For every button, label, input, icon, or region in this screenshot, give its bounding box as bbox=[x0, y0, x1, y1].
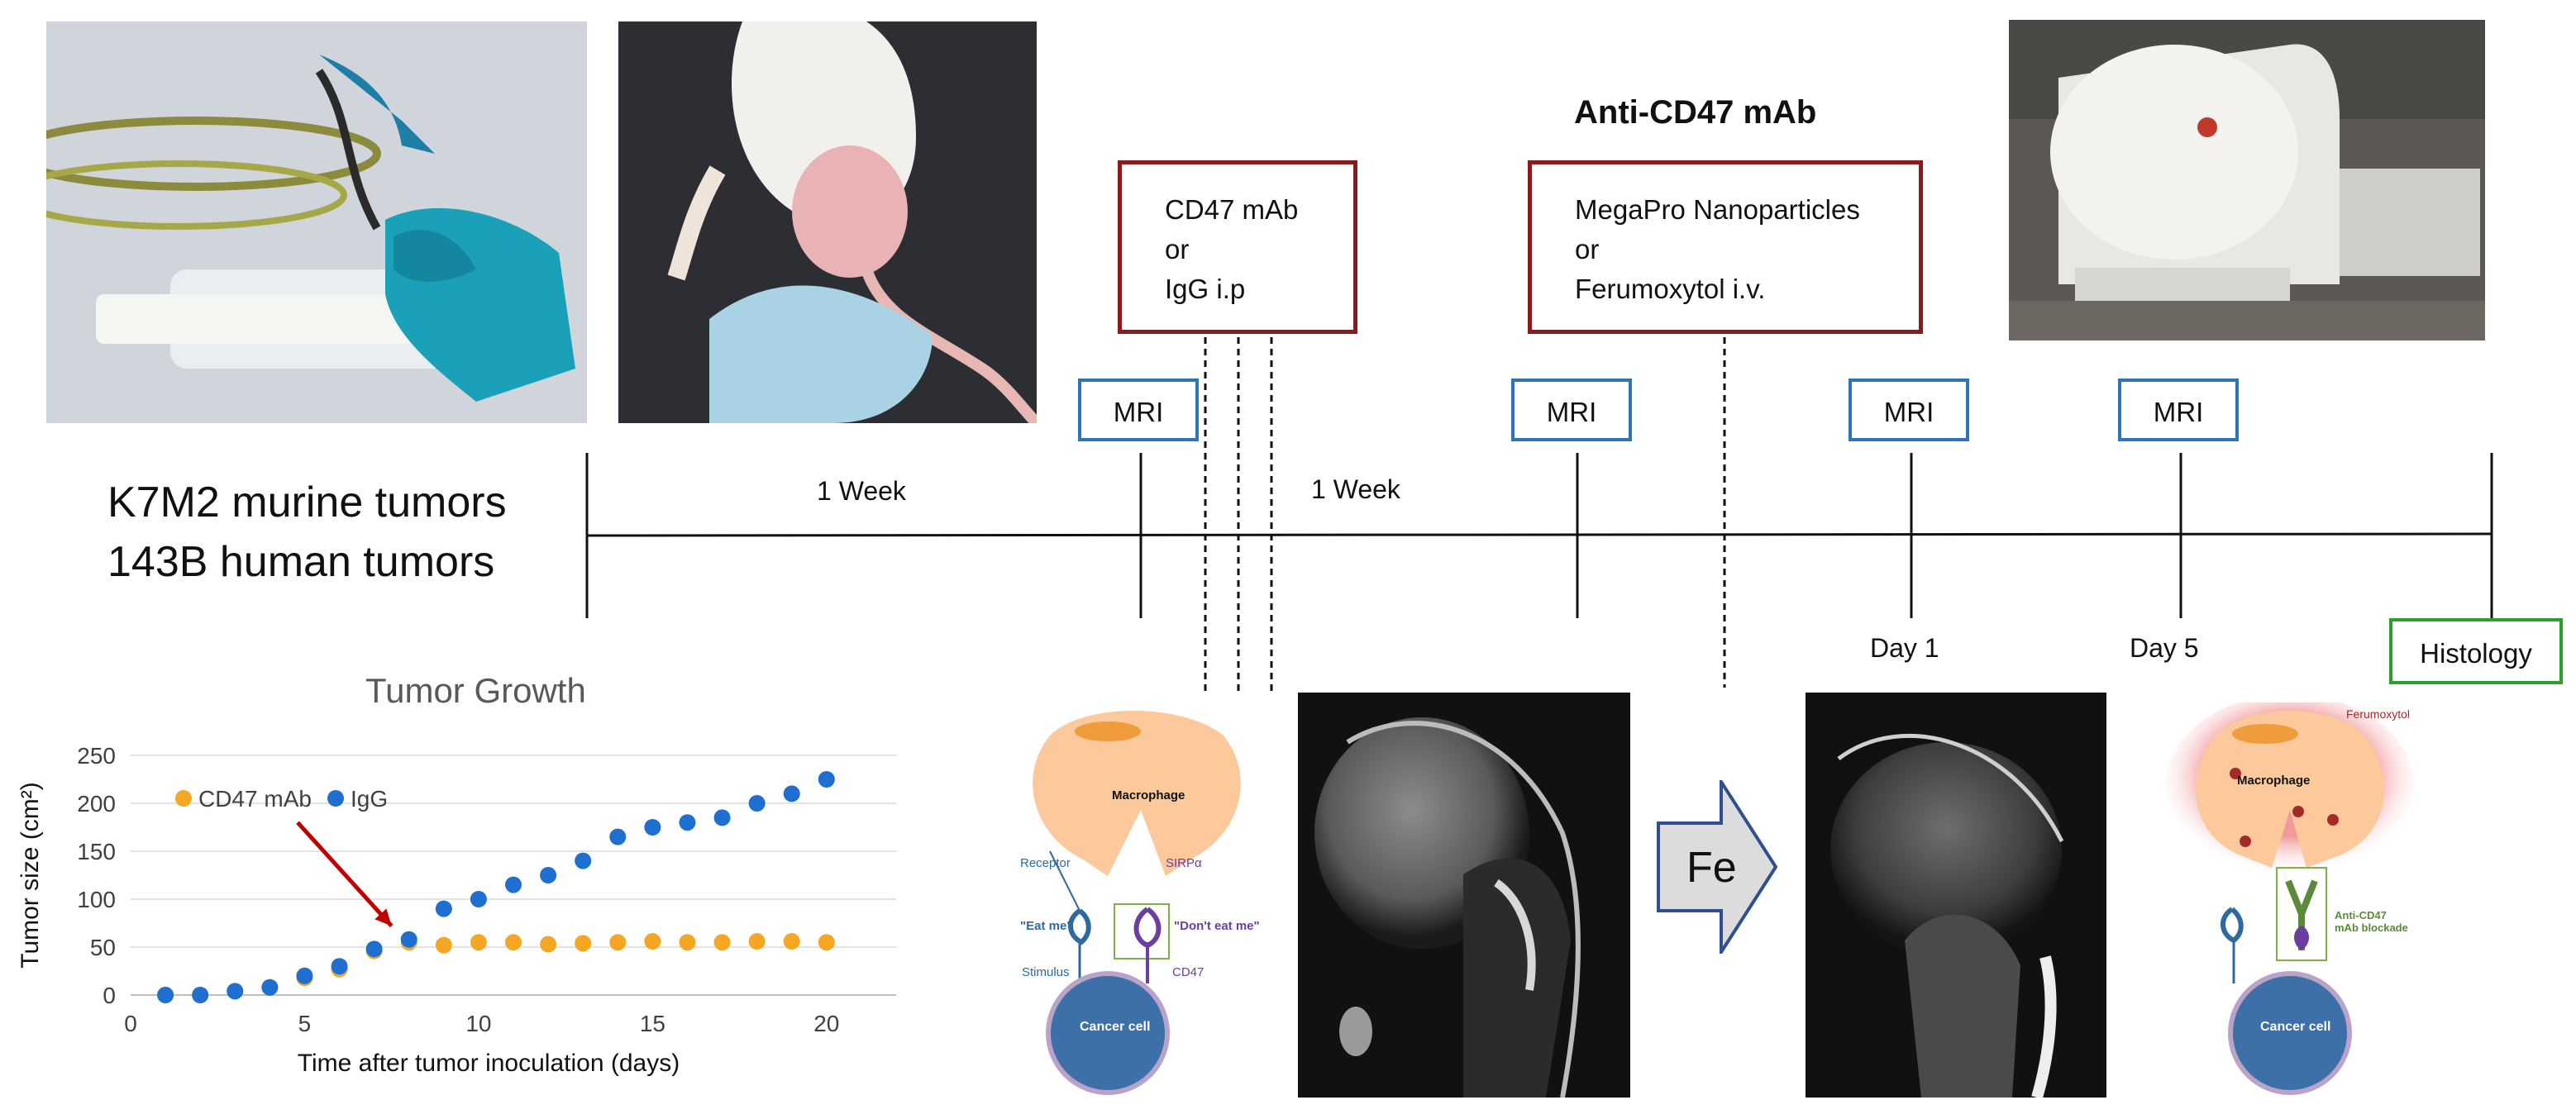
igg-point bbox=[748, 795, 766, 812]
chart-title: Tumor Growth bbox=[365, 671, 586, 710]
x-tick-label: 0 bbox=[124, 1011, 137, 1036]
mri-box-3: MRI bbox=[1849, 379, 1969, 441]
mri-label: MRI bbox=[1113, 397, 1164, 427]
igg-point bbox=[296, 967, 313, 984]
y-tick-label: 50 bbox=[90, 935, 116, 960]
igg-point bbox=[400, 931, 417, 948]
histology-box: Histology bbox=[2389, 618, 2563, 684]
cancer-cell-label: Cancer cell bbox=[2260, 1020, 2331, 1034]
mri-image-before bbox=[1298, 693, 1630, 1098]
treatment-line-2: or bbox=[1165, 234, 1190, 264]
fe-arrow: Fe bbox=[1657, 780, 1777, 954]
cd47-point bbox=[609, 934, 627, 951]
igg-point bbox=[540, 867, 557, 883]
cd47-point bbox=[783, 933, 800, 950]
headline: Anti-CD47 mAb bbox=[1574, 94, 1817, 131]
igg-point bbox=[679, 814, 696, 831]
contrast-line-1: MegaPro Nanoparticles bbox=[1575, 194, 1860, 225]
mri-box-1: MRI bbox=[1078, 379, 1199, 441]
x-axis-label: Time after tumor inoculation (days) bbox=[298, 1050, 680, 1077]
mri-label: MRI bbox=[1883, 397, 1934, 427]
y-tick-label: 150 bbox=[77, 839, 116, 864]
y-tick-label: 250 bbox=[77, 743, 116, 769]
mri-scanner-photo bbox=[2009, 20, 2485, 340]
mri-box-2: MRI bbox=[1511, 379, 1632, 441]
macrophage-label: Macrophage bbox=[2237, 774, 2311, 788]
igg-point bbox=[470, 891, 487, 907]
week-label-1: 1 Week bbox=[817, 476, 906, 506]
legend-label: IgG bbox=[351, 786, 388, 812]
igg-point bbox=[192, 987, 209, 1003]
eat-me-label: "Eat me" bbox=[1020, 919, 1073, 933]
mri-box-4: MRI bbox=[2118, 379, 2239, 441]
legend-marker bbox=[327, 790, 344, 807]
cd47-point bbox=[435, 936, 452, 954]
x-tick-label: 5 bbox=[298, 1011, 312, 1036]
y-tick-label: 200 bbox=[77, 791, 116, 817]
blockade-label: Anti-CD47 mAb blockade bbox=[2335, 909, 2408, 934]
histology-label: Histology bbox=[2420, 638, 2532, 669]
x-tick-label: 10 bbox=[465, 1011, 491, 1036]
legend-label: CD47 mAb bbox=[198, 786, 312, 812]
macrophage-label: Macrophage bbox=[1112, 788, 1185, 802]
day-1-label: Day 1 bbox=[1870, 633, 1939, 663]
igg-point bbox=[505, 876, 522, 893]
contrast-line-2: or bbox=[1575, 234, 1600, 264]
contrast-agent-box: MegaPro Nanoparticles or Ferumoxytol i.v… bbox=[1528, 160, 1923, 334]
fe-arrow-label: Fe bbox=[1686, 844, 1737, 892]
ferumoxytol-label: Ferumoxytol bbox=[2346, 707, 2411, 721]
tumor-model-label-2: 143B human tumors bbox=[107, 538, 495, 586]
annotation-arrow-line bbox=[296, 821, 394, 928]
cancer-cell-label: Cancer cell bbox=[1080, 1020, 1151, 1034]
mri-label: MRI bbox=[1546, 397, 1597, 427]
cd47-point bbox=[575, 935, 592, 952]
annotation-arrow-head bbox=[374, 908, 392, 926]
igg-point bbox=[644, 819, 661, 836]
treatment-box: CD47 mAb or IgG i.p bbox=[1118, 160, 1357, 334]
cd47-point bbox=[748, 933, 766, 950]
week-label-2: 1 Week bbox=[1311, 474, 1400, 504]
cd47-point bbox=[470, 934, 487, 951]
cd47-point bbox=[679, 934, 696, 951]
mri-image-after bbox=[1806, 693, 2106, 1098]
y-tick-label: 100 bbox=[77, 887, 116, 912]
cd47-point bbox=[644, 933, 661, 950]
cd47-point bbox=[505, 934, 522, 951]
y-tick-label: 0 bbox=[103, 983, 116, 1008]
contrast-line-3: Ferumoxytol i.v. bbox=[1575, 274, 1766, 304]
cd47-point bbox=[818, 934, 835, 951]
igg-point bbox=[609, 828, 627, 845]
igg-point bbox=[157, 987, 174, 1003]
mri-label: MRI bbox=[2153, 397, 2204, 427]
treatment-line-1: CD47 mAb bbox=[1165, 194, 1299, 225]
igg-point bbox=[365, 940, 383, 958]
sirpa-label: SIRPα bbox=[1166, 856, 1202, 870]
day-5-label: Day 5 bbox=[2130, 633, 2199, 663]
macrophage-diagram-after: Macrophage Ferumoxytol Anti-CD47 mAb blo… bbox=[2166, 702, 2414, 1099]
mouse-tumor-photo bbox=[618, 21, 1037, 423]
igg-point bbox=[227, 983, 244, 1000]
tumor-model-label-1: K7M2 murine tumors bbox=[107, 479, 507, 526]
igg-point bbox=[783, 785, 800, 802]
cd47-point bbox=[713, 934, 731, 951]
cd47-point bbox=[540, 936, 557, 953]
y-axis-label: Tumor size (cm²) bbox=[17, 782, 44, 969]
macrophage-diagram-before: Macrophage Receptor SIRPα "Eat me" "Don'… bbox=[1000, 702, 1273, 1099]
dont-eat-me-label: "Don't eat me" bbox=[1174, 919, 1260, 933]
igg-point bbox=[435, 900, 452, 917]
legend-marker bbox=[175, 790, 192, 807]
x-tick-label: 15 bbox=[640, 1011, 665, 1036]
injection-photo bbox=[46, 21, 587, 423]
x-tick-label: 20 bbox=[813, 1011, 839, 1036]
igg-point bbox=[261, 979, 279, 996]
receptor-label: Receptor bbox=[1020, 856, 1071, 870]
stimulus-label: Stimulus bbox=[1022, 965, 1070, 979]
cd47-label: CD47 bbox=[1172, 965, 1205, 979]
igg-point bbox=[575, 852, 592, 869]
igg-point bbox=[331, 958, 348, 975]
igg-point bbox=[713, 809, 731, 826]
treatment-line-3: IgG i.p bbox=[1165, 274, 1246, 304]
igg-point bbox=[818, 771, 835, 788]
